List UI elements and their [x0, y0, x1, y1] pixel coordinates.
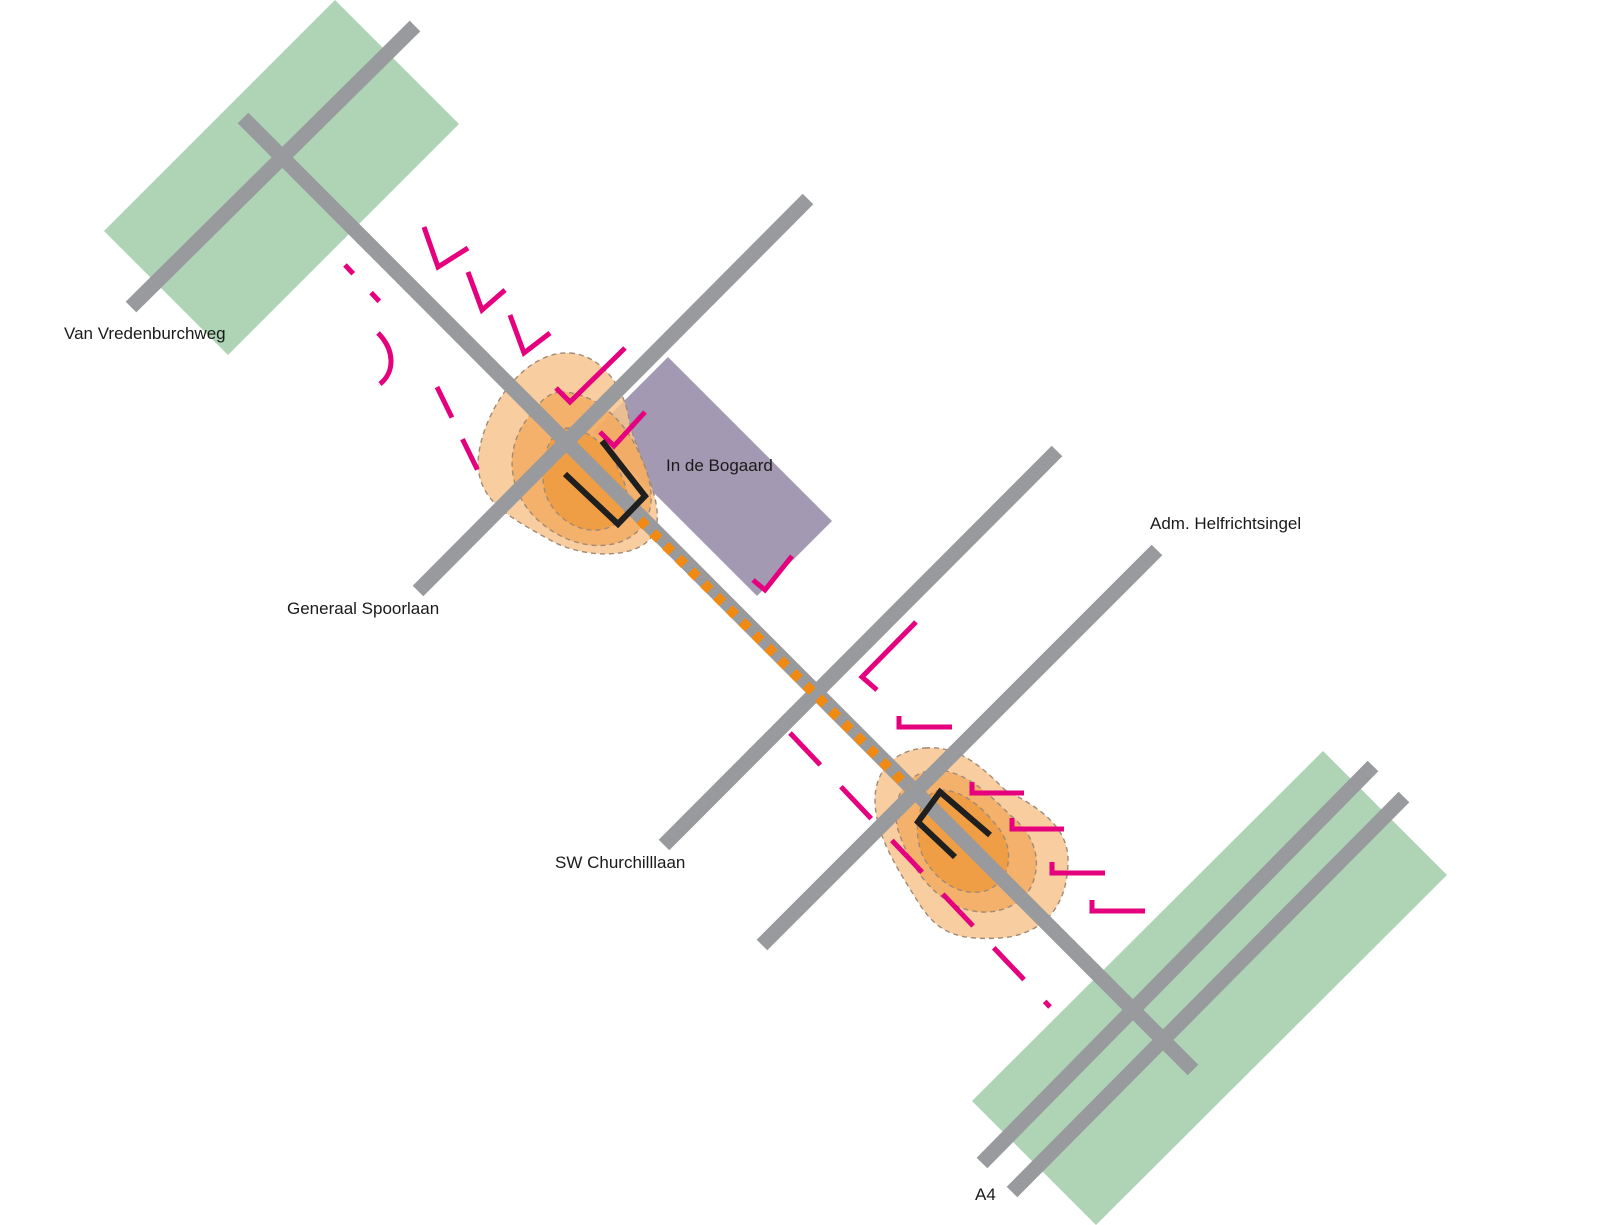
label-generaal-spoorlaan: Generaal Spoorlaan [287, 599, 439, 618]
road-a4-west [976, 760, 1379, 1169]
edge-bracket [465, 271, 507, 315]
edge-bracket [554, 346, 627, 406]
label-a4: A4 [975, 1185, 996, 1204]
magenta-dashed-lines [343, 263, 1052, 1009]
edge-bracket [896, 716, 952, 730]
magenta-arc-north [376, 331, 394, 386]
road-sw-churchilllaan [658, 445, 1063, 851]
edge-bracket [969, 782, 1024, 796]
road-a4-east [1006, 791, 1410, 1198]
edge-bracket [1049, 862, 1105, 876]
edge-bracket [751, 554, 794, 594]
edge-bracket [507, 314, 552, 358]
edge-bracket [421, 226, 470, 271]
edge-bracket [858, 620, 918, 692]
district-in-de-bogaard [593, 357, 832, 596]
magenta-edge-brackets [421, 226, 1145, 914]
label-sw-churchilllaan: SW Churchilllaan [555, 853, 685, 872]
roads [125, 20, 1410, 1198]
label-van-vredenburchweg: Van Vredenburchweg [64, 324, 226, 343]
station-marker-south [914, 787, 992, 860]
road-adm-helfrichtsingel [756, 544, 1163, 951]
edge-bracket [1089, 900, 1145, 914]
label-in-de-bogaard: In de Bogaard [666, 456, 773, 475]
magenta-dashed-line-middle [434, 385, 483, 477]
station-markers [562, 439, 992, 860]
edge-bracket [1009, 818, 1064, 832]
magenta-dashed-line-south [788, 731, 1052, 1009]
road-generaal-spoorlaan [412, 193, 814, 597]
green-zone-northwest [104, 0, 459, 355]
edge-bracket [598, 410, 647, 450]
road-van-vredenburchweg [125, 20, 421, 313]
station-marker-north [562, 439, 649, 529]
map-labels: Van Vredenburchweg In de Bogaard Generaa… [64, 324, 1301, 1204]
road-main-diagonal [237, 112, 1199, 1076]
label-adm-helfrichtsingel: Adm. Helfrichtsingel [1150, 514, 1301, 533]
